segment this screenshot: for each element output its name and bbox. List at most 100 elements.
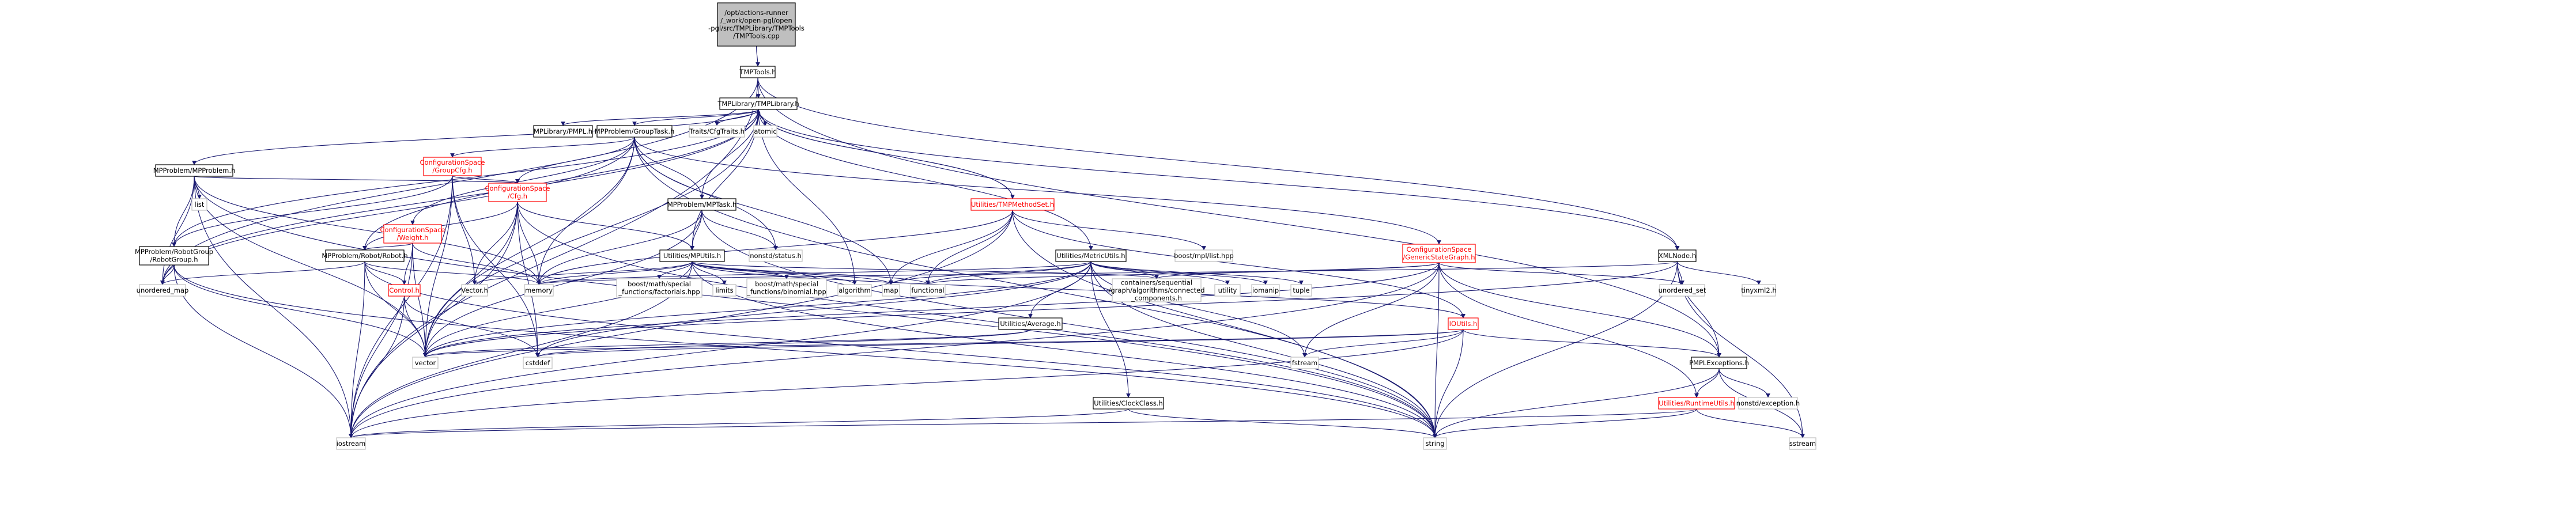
node-robot-h[interactable]: MPProblem/Robot/Robot.h bbox=[322, 249, 408, 262]
include-edge bbox=[403, 296, 540, 358]
node-ioutils-h[interactable]: IOUtils.h bbox=[1448, 317, 1479, 330]
node-tmptools-h[interactable]: TMPTools.h bbox=[739, 66, 776, 78]
node-control-h[interactable]: Control.h bbox=[388, 284, 421, 297]
node-metricutils-h[interactable]: Utilities/MetricUtils.h bbox=[1055, 249, 1127, 262]
node-label: IOUtils.h bbox=[1449, 320, 1478, 328]
node-label: iostream bbox=[337, 440, 366, 448]
include-edge bbox=[634, 137, 1437, 438]
include-edge bbox=[349, 408, 1697, 438]
include-edge bbox=[692, 261, 727, 285]
node-label: Utilities/Average.h bbox=[1000, 320, 1060, 328]
include-edge bbox=[926, 261, 1091, 285]
include-edge bbox=[452, 175, 540, 358]
node-nonstd-exception: nonstd/exception.h bbox=[1736, 397, 1800, 410]
node-box bbox=[1789, 437, 1816, 450]
node-cfg-h[interactable]: ConfigurationSpace/Cfg.h bbox=[485, 183, 550, 202]
node-label: string bbox=[1425, 440, 1444, 448]
node-pmpl-h[interactable]: MPLibrary/PMPL.h bbox=[533, 125, 593, 138]
include-edge bbox=[1128, 408, 1437, 438]
node-box bbox=[616, 278, 702, 298]
include-edge bbox=[517, 201, 541, 285]
include-edge bbox=[364, 261, 407, 285]
node-label: /Weight.h bbox=[397, 234, 429, 242]
node-label: tinyxml2.h bbox=[1741, 286, 1776, 294]
include-edge bbox=[423, 261, 1091, 358]
node-box bbox=[1402, 244, 1476, 263]
include-edge bbox=[1463, 329, 1721, 358]
include-edge bbox=[1438, 262, 1684, 285]
node-label: /GroupCfg.h bbox=[432, 166, 472, 175]
node-vector: vector bbox=[412, 357, 439, 369]
node-box bbox=[388, 284, 421, 297]
node-label: utility bbox=[1218, 286, 1237, 294]
include-edge bbox=[452, 175, 520, 184]
node-label: fstream bbox=[1292, 359, 1317, 367]
node-label: nonstd/status.h bbox=[750, 252, 802, 260]
node-box bbox=[523, 357, 553, 369]
node-label: Control.h bbox=[389, 286, 420, 294]
node-label: Utilities/MetricUtils.h bbox=[1056, 252, 1125, 260]
node-runtimeutils-h[interactable]: Utilities/RuntimeUtils.h bbox=[1658, 397, 1735, 410]
node-label: /Cfg.h bbox=[508, 192, 527, 200]
include-edge bbox=[537, 261, 693, 285]
node-box bbox=[1659, 284, 1705, 297]
node-label: /graph/algorithms/connected bbox=[1109, 286, 1205, 294]
node-box bbox=[998, 317, 1063, 330]
node-mputils-h[interactable]: Utilities/MPUtils.h bbox=[659, 249, 725, 262]
include-edge bbox=[632, 109, 759, 126]
node-sstream: sstream bbox=[1789, 437, 1816, 450]
node-box bbox=[461, 284, 488, 297]
include-edge bbox=[349, 262, 1440, 438]
include-edge bbox=[423, 329, 1031, 358]
node-robotgroup-h[interactable]: MPProblem/RobotGroup/RobotGroup.h bbox=[135, 246, 213, 266]
include-edge bbox=[364, 261, 541, 285]
node-label: TMPLibrary/TMPLibrary.h bbox=[717, 100, 799, 108]
node-mpproblem-h[interactable]: MPProblem/MPProblem.h bbox=[153, 164, 236, 177]
node-box bbox=[689, 125, 745, 138]
include-edge bbox=[535, 329, 1464, 358]
include-edge bbox=[1090, 261, 1159, 279]
node-pmplexceptions-h[interactable]: PMPLExceptions.h bbox=[1689, 357, 1749, 369]
node-box bbox=[423, 157, 482, 176]
node-tmplibrary-h[interactable]: TMPLibrary/TMPLibrary.h bbox=[717, 97, 799, 110]
node-box bbox=[910, 284, 946, 297]
node-genericstategraph-h[interactable]: ConfigurationSpace/GenericStateGraph.h bbox=[1402, 244, 1476, 263]
node-groupcfg-h[interactable]: ConfigurationSpace/GroupCfg.h bbox=[420, 157, 485, 176]
node-clockclass-h[interactable]: Utilities/ClockClass.h bbox=[1093, 397, 1164, 410]
node-tmpmethodset-h[interactable]: Utilities/TMPMethodSet.h bbox=[970, 198, 1055, 211]
node-box bbox=[1691, 357, 1747, 369]
node-fstream: fstream bbox=[1290, 357, 1319, 369]
node-label: MPProblem/Robot/Robot.h bbox=[322, 252, 407, 260]
node-weight-h[interactable]: ConfigurationSpace/Weight.h bbox=[380, 224, 445, 244]
node-unordered-map: unordered_map bbox=[137, 284, 188, 297]
include-edge bbox=[692, 261, 1437, 438]
node-label: MPProblem/RobotGroup bbox=[135, 248, 213, 256]
include-edge bbox=[537, 261, 1091, 285]
include-edge bbox=[160, 261, 365, 285]
node-label: cstddef bbox=[526, 359, 550, 367]
include-edge bbox=[412, 243, 541, 285]
include-edge bbox=[1433, 262, 1440, 438]
node-average-h[interactable]: Utilities/Average.h bbox=[998, 317, 1063, 330]
node-boost-binomial: boost/math/special_functions/binomial.hp… bbox=[746, 278, 827, 298]
node-label: algorithm bbox=[838, 286, 871, 294]
include-edge bbox=[535, 261, 1091, 358]
node-xmlnode-h[interactable]: XMLNode.h bbox=[1658, 249, 1697, 262]
node-label: functional bbox=[911, 286, 944, 294]
include-edge bbox=[349, 296, 405, 438]
node-label: ConfigurationSpace bbox=[1406, 245, 1471, 253]
node-label: limits bbox=[715, 286, 733, 294]
include-edge bbox=[1090, 261, 1307, 358]
node-label: memory bbox=[525, 286, 553, 294]
node-mptask-h[interactable]: MPProblem/MPTask.h bbox=[667, 198, 736, 211]
node-string: string bbox=[1423, 437, 1447, 450]
nodes: /opt/actions-runner/_work/open-pgl/open-… bbox=[135, 2, 1816, 450]
node-root[interactable]: /opt/actions-runner/_work/open-pgl/open-… bbox=[708, 2, 804, 47]
include-edge bbox=[1012, 210, 1465, 319]
include-edge bbox=[1718, 368, 1770, 398]
node-memory: memory bbox=[524, 284, 554, 297]
include-edge bbox=[756, 46, 760, 67]
node-box bbox=[1658, 397, 1735, 410]
node-boost-mpl-list: boost/mpl/list.hpp bbox=[1174, 249, 1234, 262]
node-grouptask-h[interactable]: MPProblem/GroupTask.h bbox=[595, 125, 675, 138]
